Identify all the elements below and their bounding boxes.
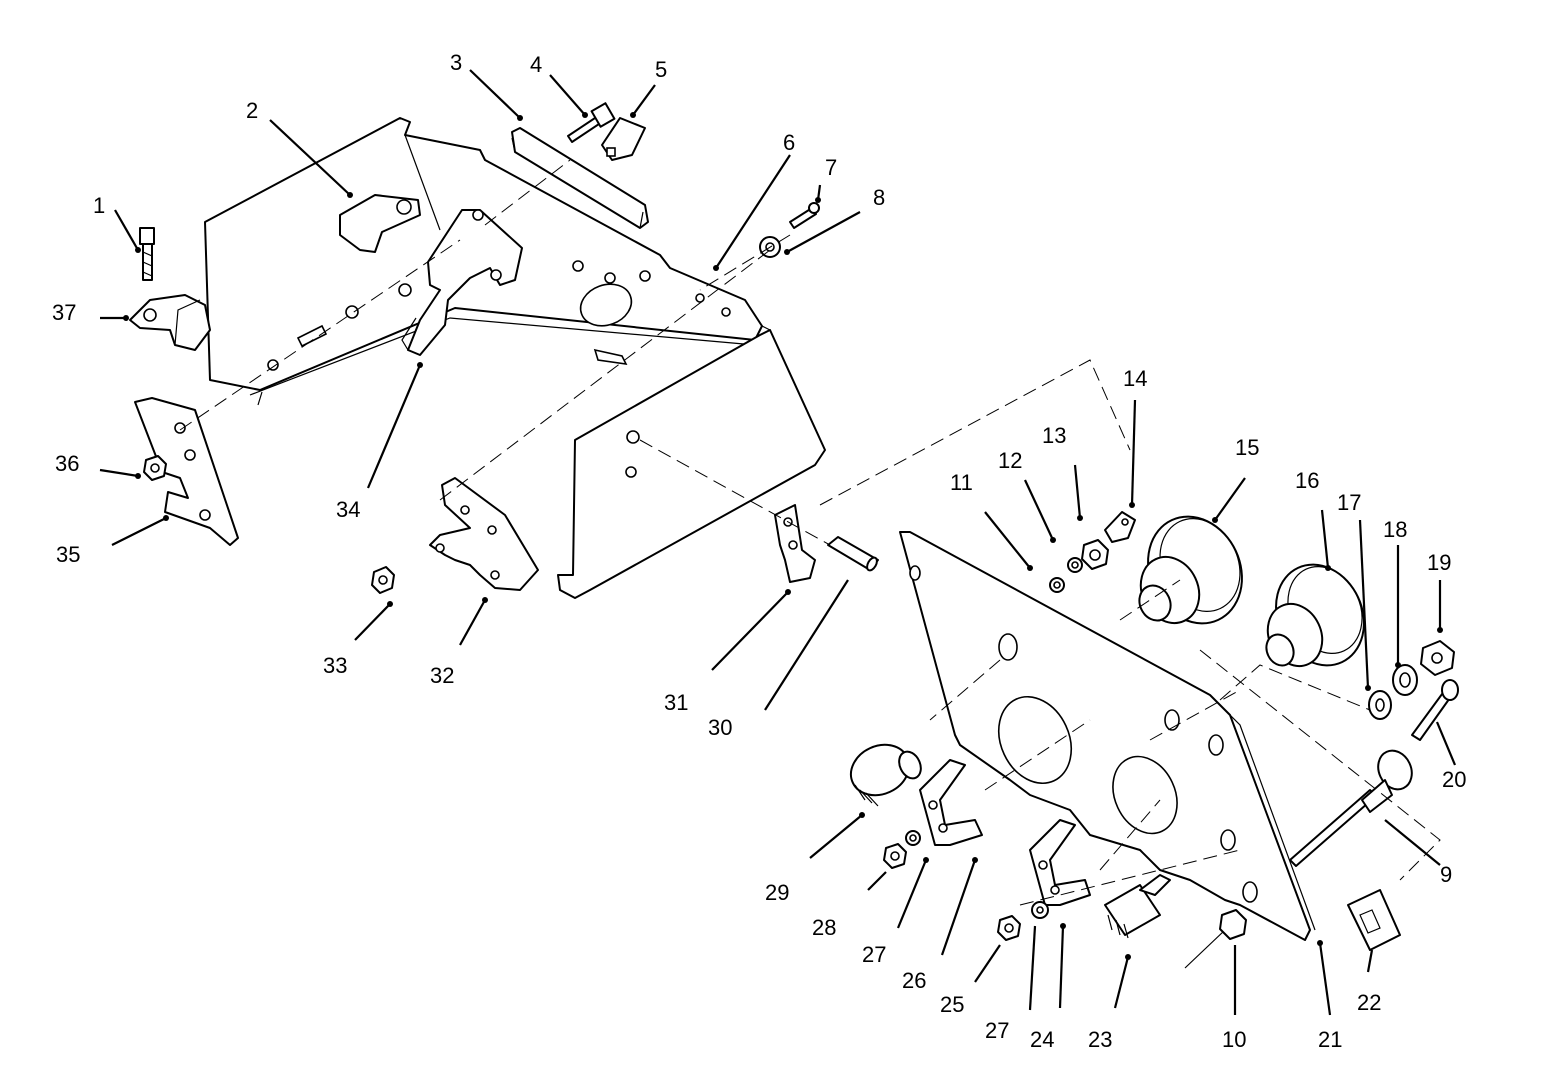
callout-12: 12 <box>998 448 1022 473</box>
callout-17: 17 <box>1337 490 1361 515</box>
pin-part-30 <box>827 536 879 572</box>
callout-8: 8 <box>873 185 885 210</box>
angle-bracket-part-32 <box>429 477 539 591</box>
connector-part-14 <box>1104 511 1136 543</box>
leader-lines <box>99 69 1457 1016</box>
channel-strip <box>511 127 649 229</box>
bracket-part-24 <box>1029 819 1091 906</box>
nut-part-33 <box>371 566 395 594</box>
callout-32: 32 <box>430 663 454 688</box>
small-bracket-part-2 <box>339 194 421 253</box>
screw-part-9 <box>1289 749 1413 867</box>
callout-13: 13 <box>1042 423 1066 448</box>
instrument-panel <box>899 531 1316 941</box>
callout-26: 26 <box>902 968 926 993</box>
callout-19: 19 <box>1427 550 1451 575</box>
callout-4: 4 <box>530 52 542 77</box>
gauge-part-16 <box>1265 563 1365 668</box>
bracket-part-26 <box>919 759 983 846</box>
callout-labels: 1 2 3 4 5 6 7 8 9 10 11 12 13 14 15 16 1… <box>52 50 1466 1052</box>
callout-5: 5 <box>655 57 667 82</box>
callout-3: 3 <box>450 50 462 75</box>
bolt-part-1 <box>139 227 155 281</box>
alignment-lines <box>179 159 1441 906</box>
hardware-parts-17-20 <box>1368 640 1459 741</box>
clamp-part-37 <box>129 294 211 351</box>
callout-36: 36 <box>55 451 79 476</box>
callout-27-a: 27 <box>862 942 886 967</box>
callout-6: 6 <box>783 130 795 155</box>
clip-part-31 <box>774 504 816 583</box>
callout-23: 23 <box>1088 1027 1112 1052</box>
callout-29: 29 <box>765 880 789 905</box>
connector-part-29 <box>849 743 922 807</box>
callout-7: 7 <box>825 155 837 180</box>
pin-part-7 <box>789 202 820 229</box>
callout-21: 21 <box>1318 1027 1342 1052</box>
callout-24: 24 <box>1030 1027 1054 1052</box>
main-bracket <box>204 117 826 599</box>
callout-10: 10 <box>1222 1027 1246 1052</box>
callout-27-b: 27 <box>985 1018 1009 1043</box>
callout-2: 2 <box>246 98 258 123</box>
callout-28: 28 <box>812 915 836 940</box>
callout-31: 31 <box>664 690 688 715</box>
callout-37: 37 <box>52 300 76 325</box>
callout-14: 14 <box>1123 366 1147 391</box>
bolt-part-4 <box>567 102 616 143</box>
plate-part-35 <box>134 397 239 546</box>
callout-22: 22 <box>1357 990 1381 1015</box>
clip-part-22 <box>1347 889 1401 951</box>
callout-35: 35 <box>56 542 80 567</box>
lever-part-34 <box>401 209 523 356</box>
screw-part-10 <box>1184 909 1247 969</box>
callout-25: 25 <box>940 992 964 1017</box>
callout-1: 1 <box>93 193 105 218</box>
knob-part-5 <box>601 117 646 161</box>
callout-18: 18 <box>1383 517 1407 542</box>
leader-dots <box>123 112 1443 960</box>
nut-part-36 <box>143 455 167 481</box>
callout-30: 30 <box>708 715 732 740</box>
gauge-part-15 <box>1138 515 1243 625</box>
hardware-parts-11-13 <box>1049 539 1109 593</box>
callout-15: 15 <box>1235 435 1259 460</box>
callout-33: 33 <box>323 653 347 678</box>
callout-9: 9 <box>1440 862 1452 887</box>
callout-16: 16 <box>1295 468 1319 493</box>
callout-34: 34 <box>336 497 360 522</box>
callout-11: 11 <box>950 470 973 495</box>
switch-part-23 <box>1104 874 1171 939</box>
callout-20: 20 <box>1442 767 1466 792</box>
hardware-parts-25-28 <box>883 830 1049 941</box>
